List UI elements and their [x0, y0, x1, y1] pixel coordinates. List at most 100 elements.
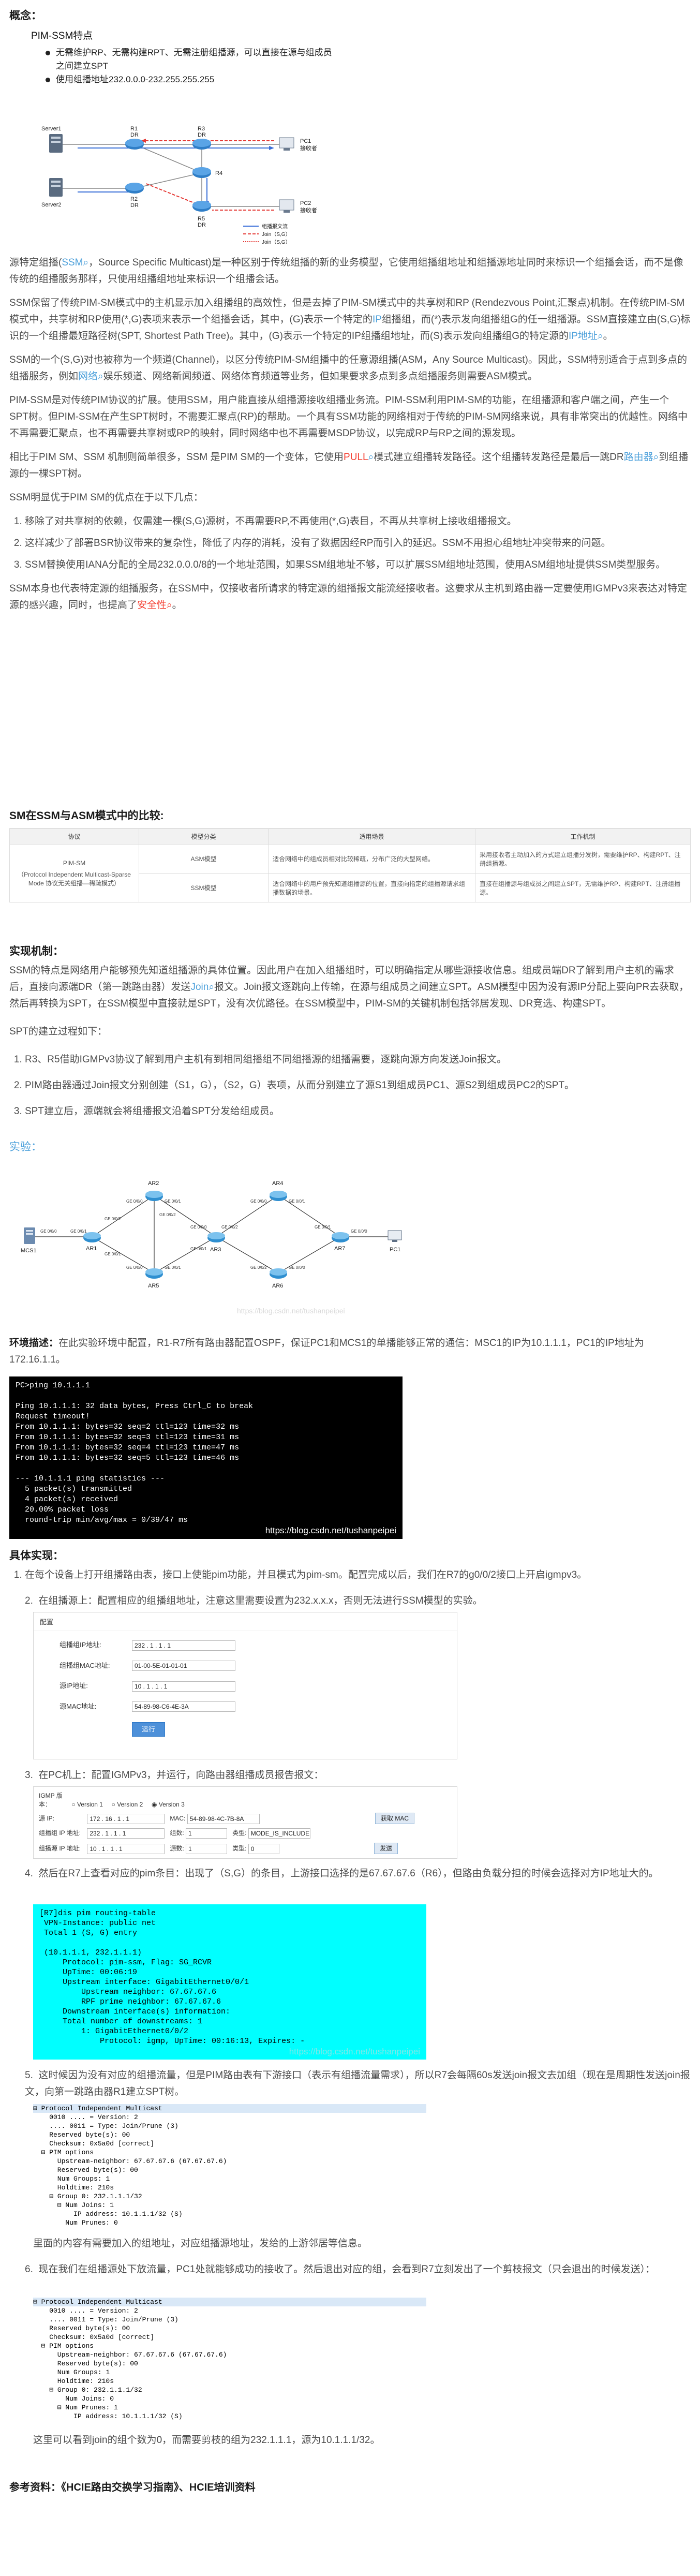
watermark: https://blog.csdn.net/tushanpeipei: [289, 2047, 420, 2056]
r3-dr-label: DR: [198, 132, 206, 138]
r2-label: R2: [130, 196, 138, 202]
send-button[interactable]: 发送: [374, 1843, 398, 1854]
get-mac-button[interactable]: 获取 MAC: [375, 1813, 415, 1824]
pc-mcast-source-field[interactable]: 10 . 1 . 1 . 1: [87, 1843, 165, 1854]
server-icon: [49, 178, 63, 197]
implementation-steps: 在每个设备上打开组播路由表，接口上使能pim功能，并且模式为pim-sm。配置完…: [25, 1567, 697, 1589]
terminal-line: From 10.1.1.1: bytes=32 seq=4 ttl=123 ti…: [16, 1443, 240, 1452]
field-label: 组播源 IP 地址:: [39, 1845, 81, 1852]
concept-body: 源特定组播(SSM⌕，Source Specific Multicast)是一种…: [9, 255, 691, 614]
router-icon: [125, 139, 144, 150]
ssm-link[interactable]: SSM: [62, 257, 83, 268]
pc-source-ip-field[interactable]: 172 . 16 . 1 . 1: [87, 1813, 165, 1824]
search-icon: ⌕: [98, 371, 103, 382]
form-row: 源MAC地址:54-89-98-C6-4E-3A: [59, 1701, 457, 1712]
mechanism-cell: 采用接收者主动加入的方式建立组播分发树，需要维护RP、构建RPT、注册组播源。: [475, 844, 691, 874]
field-label: 源IP地址:: [59, 1682, 88, 1690]
packet-line: IP address: 10.1.1.1/32 (S): [33, 2412, 183, 2420]
group-count-field[interactable]: 1: [186, 1828, 228, 1839]
pim-ssm-diagram: PIM-SSM特点 无需维护RP、无需构建RPT、无需注册组播源，可以直接在源与…: [31, 28, 362, 250]
r1-dr-label: DR: [130, 132, 139, 138]
text-span: 模式建立组播转发路径。这个组播转发路径是最后一跳DR: [374, 452, 624, 463]
concept-paragraph-2: SSM保留了传统PIM-SM模式中的主机显示加入组播组的高效性，但是去掉了PIM…: [9, 295, 691, 345]
port-label: GE 0/0/0: [40, 1229, 57, 1234]
step6-after-text: 这里可以看到join的组个数为0，而需要剪枝的组为232.1.1.1，源为10.…: [33, 2435, 380, 2446]
table-row: SSM模型 适合网络中的用户预先知道组播源的位置，直接向指定的组播源请求组播数据…: [10, 873, 691, 902]
packet-line: Num Groups: 1: [33, 2368, 110, 2376]
packet-line: Upstream-neighbor: 67.67.67.6 (67.67.67.…: [33, 2351, 227, 2359]
impl-body: SSM的特点是网络用户能够预先知道组播源的具体位置。因此用户在加入组播组时，可以…: [9, 963, 691, 1125]
pc-icon: [279, 199, 294, 213]
source-mac-field[interactable]: 54-89-98-C6-4E-3A: [132, 1701, 235, 1712]
section-title-impl: 实现机制：: [9, 945, 64, 957]
join-packet-capture: ⊟ Protocol Independent Multicast 0010 ..…: [33, 2104, 426, 2231]
section-title-implementation: 具体实现：: [9, 1550, 64, 1562]
join-link[interactable]: Join: [190, 982, 209, 993]
server-icon: [24, 1227, 35, 1244]
ip-link[interactable]: IP: [372, 314, 382, 325]
source-ip-field[interactable]: 10 . 1 . 1 . 1: [132, 1681, 235, 1692]
pull-link[interactable]: PULL: [344, 452, 368, 463]
terminal-line: 4 packet(s) received: [16, 1495, 118, 1504]
radio-v1[interactable]: ○ Version 1: [71, 1801, 103, 1808]
concept-paragraph-1: 源特定组播(SSM⌕，Source Specific Multicast)是一种…: [9, 255, 691, 288]
radio-label: Version 2: [117, 1801, 143, 1808]
group-ip-field[interactable]: 232 . 1 . 1 . 1: [132, 1640, 235, 1651]
terminal-line: Protocol: igmp, UpTime: 00:16:13, Expire…: [39, 2037, 305, 2046]
terminal-line: Ping 10.1.1.1: 32 data bytes, Press Ctrl…: [16, 1402, 254, 1411]
terminal-line: VPN-Instance: public net: [39, 1919, 156, 1928]
group-mac-field[interactable]: 01-00-5E-01-01-01: [132, 1661, 235, 1671]
legend-flow: 组播报文流: [262, 223, 288, 230]
port-label: GE 0/0/1: [165, 1199, 181, 1204]
field-label: 类型:: [232, 1845, 247, 1852]
experiment-link[interactable]: 实验：: [9, 1141, 42, 1153]
terminal-line: (10.1.1.1, 232.1.1.1): [39, 1948, 142, 1957]
ip-address-link[interactable]: IP地址: [568, 331, 598, 342]
router-link[interactable]: 路由器: [623, 452, 653, 463]
list-item: PIM路由器通过Join报文分别创建（S1，G），（S2，G）表项，从而分别建立…: [25, 1077, 691, 1094]
diagram-bullet: 无需维护RP、无需构建RPT、无需注册组播源，可以直接在源与组成员之间建立SPT: [44, 46, 334, 73]
text-span: SSM的一个(S,G)对也被称为一个频道(Channel)，以区分传统PIM-S…: [9, 354, 688, 382]
router-icon: [270, 1191, 287, 1201]
concept-paragraph-5: 相比于PIM SM、SSM 机制则简单很多，SSM 是PIM SM的一个变体，它…: [9, 449, 691, 482]
port-label: GE 0/0/0: [126, 1199, 143, 1204]
group-type-select[interactable]: MODE_IS_INCLUDE: [248, 1828, 310, 1839]
radio-label: Version 3: [158, 1801, 185, 1808]
panel-title: 配置: [34, 1612, 457, 1631]
port-label: GE 0/0/1: [289, 1199, 305, 1204]
text-span: 在此实验环境中配置，R1-R7所有路由器配置OSPF，保证PC1和MCS1的单播…: [9, 1338, 644, 1365]
packet-line: .... 0011 = Type: Join/Prune (3): [33, 2316, 178, 2323]
terminal-line: 1: GigabitEthernet0/0/2: [39, 2027, 189, 2036]
source-type-field[interactable]: 0: [248, 1843, 279, 1854]
experiment-topology-svg: MCS1 AR1 AR2 AR3 AR4 AR5 AR6 AR7 PC1 GE …: [21, 1180, 402, 1315]
step4-text: 4. 然后在R7上查看对应的pim条目：出现了（S,G）的条目，上游接口选择的是…: [25, 1868, 659, 1879]
environment-label: 环境描述：: [9, 1338, 59, 1349]
radio-v2[interactable]: ○ Version 2: [111, 1801, 143, 1808]
step6-text: 6. 现在我们在组播源处下放流量，PC1处就能够成功的接收了。然后退出对应的组，…: [25, 2264, 656, 2275]
ar5-label: AR5: [148, 1283, 159, 1289]
impl-paragraph-2: SPT的建立过程如下：: [9, 1026, 107, 1037]
pc-mac-field[interactable]: 54-89-98-4C-7B-8A: [187, 1813, 260, 1824]
port-label: GE 0/0/1: [165, 1265, 181, 1270]
diagram-title: PIM-SSM特点: [31, 31, 93, 41]
table-header: 适用场景: [268, 828, 475, 845]
network-link[interactable]: 网络: [78, 371, 98, 382]
scene-cell: 适合网络中的用户预先知道组播源的位置，直接向指定的组播源请求组播数据的场景。: [268, 873, 475, 902]
pc-igmp-panel: IGMP 版本： ○ Version 1 ○ Version 2 ◉ Versi…: [33, 1786, 457, 1859]
source-count-field[interactable]: 1: [186, 1843, 228, 1854]
router-icon: [270, 1268, 287, 1279]
terminal-line: Protocol: pim-ssm, Flag: SG_RCVR: [39, 1958, 212, 1967]
text-span: 报文。Join报文逐跳向上传输，在源与组成员之间建立SPT。ASM模型中因为没有…: [9, 982, 689, 1009]
radio-v3[interactable]: ◉ Version 3: [151, 1801, 185, 1808]
field-label: 组播组MAC地址:: [59, 1661, 110, 1669]
run-button[interactable]: 运行: [132, 1722, 166, 1737]
text-span: 。: [172, 600, 182, 611]
terminal-line: From 10.1.1.1: bytes=32 seq=3 ttl=123 ti…: [16, 1433, 240, 1442]
security-link[interactable]: 安全性: [137, 600, 167, 611]
pc-group-ip-field[interactable]: 232 . 1 . 1 . 1: [87, 1828, 165, 1839]
terminal-line: UpTime: 00:06:19: [39, 1968, 138, 1977]
server-icon: [49, 134, 63, 153]
terminal-line: Total number of downstreams: 1: [39, 2017, 203, 2026]
r2-dr-label: DR: [130, 202, 139, 209]
text-span: 现在我们在组播源处下放流量，PC1处就能够成功的接收了。然后退出对应的组，会看到…: [38, 2264, 656, 2275]
